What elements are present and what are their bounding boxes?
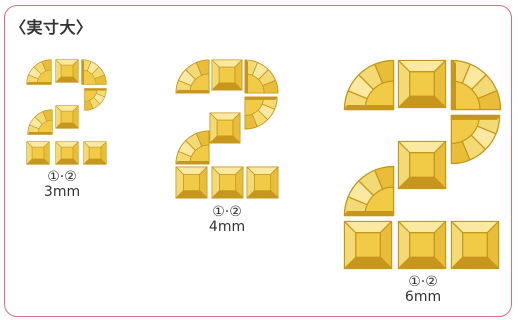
quarter-round-stone-shape	[450, 114, 501, 165]
square-stone	[450, 220, 500, 270]
square-stone	[211, 166, 244, 199]
page-title: 〈実寸大〉	[10, 14, 93, 38]
quarter-round-stone	[343, 59, 395, 111]
quarter-round-stone-shape	[343, 165, 395, 217]
quarter-round-stone-shape	[175, 59, 210, 94]
square-stone-shape	[26, 141, 50, 165]
square-stone	[397, 59, 447, 109]
quarter-round-stone-shape	[26, 59, 52, 85]
square-stone	[55, 59, 79, 83]
square-stone	[26, 141, 50, 165]
square-stone-shape	[55, 141, 79, 165]
square-stone-shape	[83, 141, 107, 165]
quarter-round-stone	[27, 109, 53, 135]
quarter-round-stone-shape	[27, 109, 53, 135]
size-caption: ①·② 3mm	[22, 170, 102, 199]
quarter-round-stone	[84, 88, 107, 111]
square-stone	[83, 141, 107, 165]
size-caption: ①·② 4mm	[187, 205, 267, 234]
square-stone-shape	[55, 59, 79, 83]
quarter-round-stone-shape	[81, 59, 107, 85]
quarter-round-stone-shape	[244, 59, 279, 94]
quarter-round-stone	[450, 114, 501, 165]
quarter-round-stone	[175, 59, 210, 94]
square-stone-shape	[175, 166, 208, 199]
stone-numbers: ①·②	[187, 205, 267, 220]
stone-numbers: ①·②	[22, 170, 102, 185]
square-stone	[397, 220, 447, 270]
square-stone-shape	[246, 166, 279, 199]
square-stone	[55, 141, 79, 165]
stone-numbers: ①·②	[383, 275, 463, 290]
quarter-round-stone	[26, 59, 52, 85]
quarter-round-stone-shape	[175, 130, 210, 165]
square-stone-shape	[209, 112, 241, 144]
quarter-round-stone	[244, 96, 278, 130]
square-stone-shape	[211, 166, 244, 199]
quarter-round-stone-shape	[450, 59, 502, 111]
square-stone-shape	[397, 220, 447, 270]
quarter-round-stone-shape	[84, 88, 107, 111]
quarter-round-stone	[244, 59, 279, 94]
square-stone-shape	[55, 105, 79, 129]
quarter-round-stone	[450, 59, 502, 111]
quarter-round-stone-shape	[343, 59, 395, 111]
square-stone	[211, 59, 243, 91]
stone-size-label: 4mm	[187, 220, 267, 235]
square-stone-shape	[450, 220, 500, 270]
square-stone	[397, 140, 447, 190]
square-stone-shape	[343, 220, 393, 270]
square-stone	[209, 112, 241, 144]
quarter-round-stone	[343, 165, 395, 217]
quarter-round-stone	[81, 59, 107, 85]
stone-size-label: 6mm	[383, 290, 463, 305]
square-stone-shape	[397, 140, 447, 190]
square-stone	[55, 105, 79, 129]
quarter-round-stone-shape	[244, 96, 278, 130]
size-caption: ①·② 6mm	[383, 275, 463, 304]
stone-size-label: 3mm	[22, 185, 102, 200]
square-stone	[246, 166, 279, 199]
square-stone-shape	[211, 59, 243, 91]
square-stone	[343, 220, 393, 270]
square-stone	[175, 166, 208, 199]
square-stone-shape	[397, 59, 447, 109]
quarter-round-stone	[175, 130, 210, 165]
